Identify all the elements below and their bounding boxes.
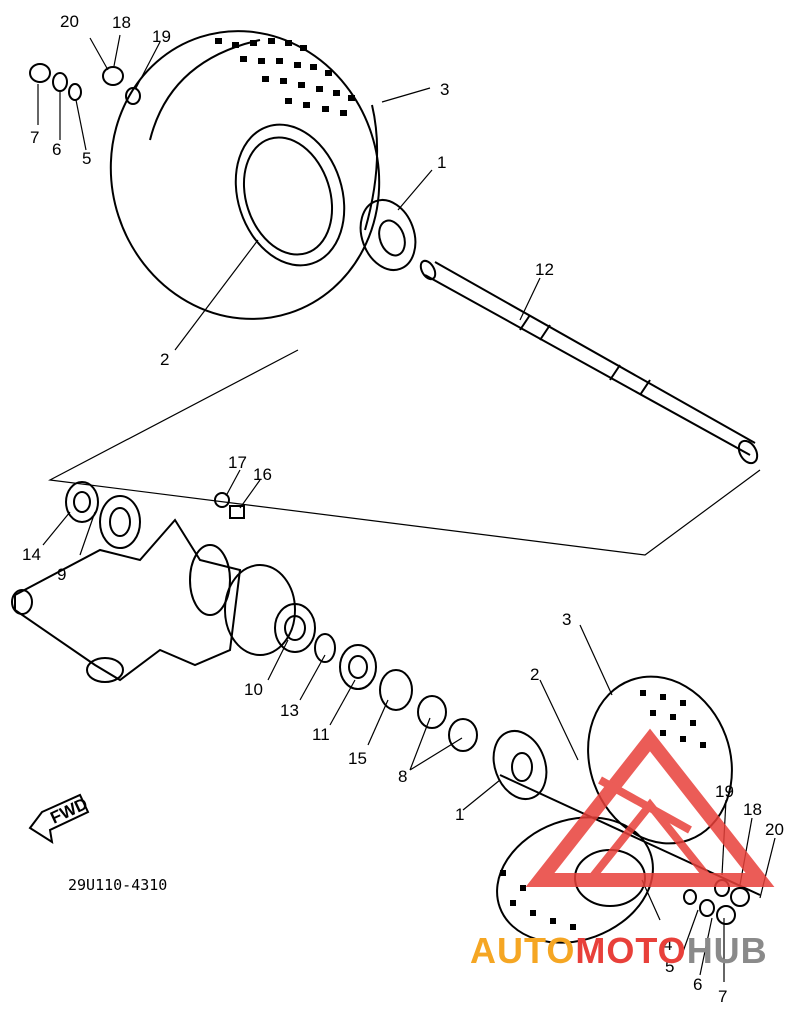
- callout-12: 12: [535, 260, 554, 279]
- top-tire: [109, 30, 381, 320]
- watermark-part1: AUTO: [470, 930, 575, 971]
- callout-3: 3: [440, 80, 449, 99]
- part-code: 29U110-4310: [68, 876, 167, 894]
- watermark-part2: MOTO: [575, 930, 686, 971]
- callout-6: 6: [52, 140, 61, 159]
- callout-4: 4: [663, 935, 672, 954]
- leader-lines: [37, 34, 776, 982]
- callout-18: 18: [743, 800, 762, 819]
- callout-16: 16: [253, 465, 272, 484]
- bottom-tire-tread: [500, 690, 706, 930]
- swingarm-housing: [11, 518, 296, 683]
- top-wheel-nuts: [29, 63, 141, 105]
- watermark-logo: [525, 728, 775, 887]
- callout-15: 15: [348, 749, 367, 768]
- callout-17: 17: [228, 453, 247, 472]
- fwd-arrow-icon: FWD: [28, 793, 91, 845]
- top-tire-tread: [215, 38, 355, 116]
- rear-axle: [419, 259, 759, 465]
- callout-10: 10: [244, 680, 263, 699]
- callout-19: 19: [715, 782, 734, 801]
- callout-14: 14: [22, 545, 41, 564]
- callout-11: 11: [312, 725, 330, 744]
- bottom-wheel-hub: [492, 730, 761, 896]
- callout-19: 19: [152, 27, 171, 46]
- bearings: [65, 481, 478, 752]
- callout-9: 9: [57, 565, 66, 584]
- callout-13: 13: [280, 701, 299, 720]
- callout-numbers: 1 1 2 2 3 3 4 5 5 6 6 7 7 8 9 10 11 12 1…: [22, 12, 784, 1006]
- callout-3: 3: [562, 610, 571, 629]
- callout-1: 1: [455, 805, 464, 824]
- callout-6: 6: [693, 975, 702, 994]
- callout-20: 20: [60, 12, 79, 31]
- top-wheel-hub: [359, 199, 417, 271]
- callout-7: 7: [30, 128, 39, 147]
- callout-20: 20: [765, 820, 784, 839]
- callout-1: 1: [437, 153, 446, 172]
- callout-7: 7: [718, 987, 727, 1006]
- watermark-part3: HUB: [687, 930, 768, 971]
- svg-text:AUTOMOTOHUB: AUTOMOTOHUB: [470, 930, 768, 971]
- callout-5: 5: [82, 149, 91, 168]
- callout-2: 2: [160, 350, 169, 369]
- callout-5: 5: [665, 957, 674, 976]
- callout-18: 18: [112, 13, 131, 32]
- callout-8: 8: [398, 767, 407, 786]
- callout-2: 2: [530, 665, 539, 684]
- watermark-text: AUTOMOTOHUB: [470, 930, 768, 971]
